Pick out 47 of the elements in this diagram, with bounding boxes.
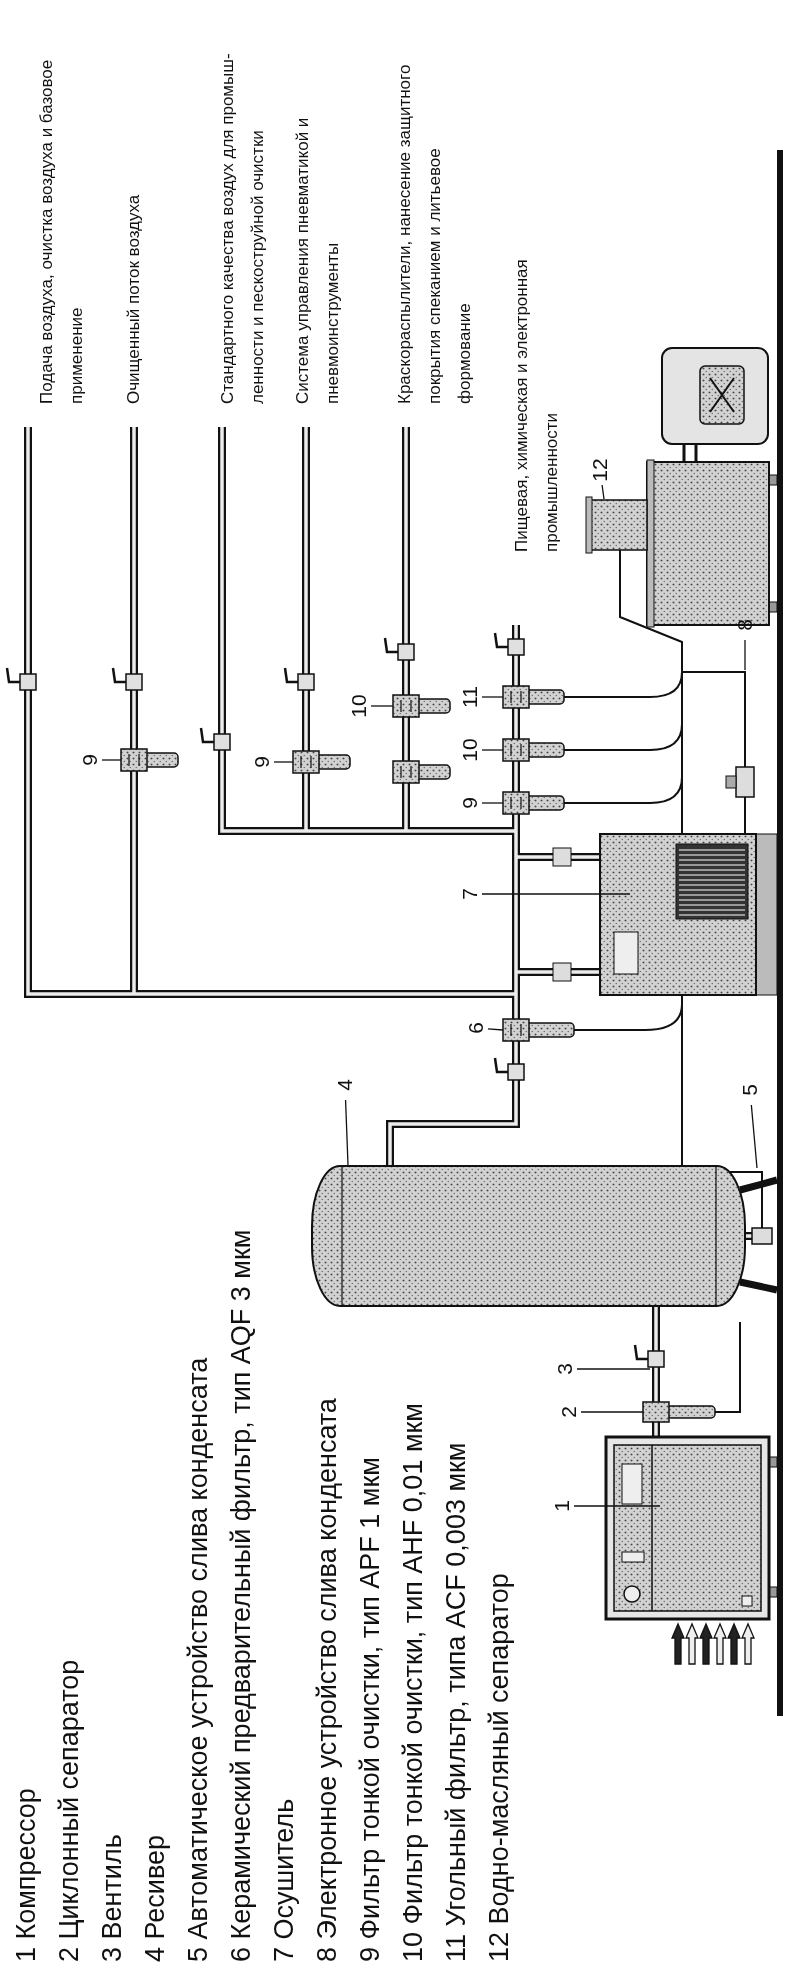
callout-number: 6 bbox=[464, 1013, 488, 1043]
parts-list-item: 4 Ресивер bbox=[139, 1835, 171, 1962]
parts-list-item: 3 Вентиль bbox=[96, 1834, 128, 1962]
callout-number: 7 bbox=[458, 879, 482, 909]
callout-number: 11 bbox=[458, 682, 482, 712]
parts-list-item: 8 Электронное устройство слива конденсата bbox=[311, 1398, 343, 1962]
parts-list-item: 10 Фильтр тонкой очистки, тип AHF 0,01 мкм bbox=[397, 1403, 429, 1962]
callout-number: 9 bbox=[458, 788, 482, 818]
callout-number: 1 bbox=[550, 1491, 574, 1521]
leader-line bbox=[576, 1368, 651, 1370]
callout-number: 4 bbox=[333, 1070, 357, 1100]
parts-list-item: 12 Водно-масляный сепаратор bbox=[483, 1573, 515, 1962]
leader-line bbox=[487, 1028, 504, 1031]
callout-number: 10 bbox=[347, 691, 371, 721]
leader-line bbox=[370, 705, 394, 707]
leader-line bbox=[481, 893, 631, 895]
application-label: Стандартного качества воздух для промыш- ленности и пескоструйной очистки bbox=[217, 52, 268, 404]
leader-line bbox=[580, 1411, 644, 1413]
application-label: Краскораспылители, нанесение защитного покрытия спеканием и литьевое формование bbox=[394, 63, 475, 404]
leader-line bbox=[344, 1099, 349, 1166]
parts-list-item: 5 Автоматическое устройство слива конденсата bbox=[182, 1357, 214, 1962]
leader-line bbox=[273, 761, 294, 763]
callout-number: 3 bbox=[553, 1354, 577, 1384]
leader-line bbox=[481, 749, 504, 751]
leader-line bbox=[601, 484, 605, 500]
leader-line bbox=[573, 1505, 661, 1507]
leader-line bbox=[744, 639, 746, 671]
callout-number: 9 bbox=[78, 745, 102, 775]
callout-number: 9 bbox=[250, 747, 274, 777]
parts-list-item: 7 Осушитель bbox=[268, 1798, 300, 1962]
application-label: Система управления пневматикой и пневмоинструменты bbox=[292, 116, 343, 404]
callout-number: 5 bbox=[738, 1075, 762, 1105]
parts-list-item: 9 Фильтр тонкой очистки, тип APF 1 мкм bbox=[354, 1457, 386, 1962]
callout-number: 10 bbox=[458, 735, 482, 765]
parts-list-item: 11 Угольный фильтр, типа ACF 0,003 мкм bbox=[440, 1442, 472, 1962]
parts-list-item: 2 Циклонный сепаратор bbox=[53, 1659, 85, 1962]
leader-line bbox=[481, 802, 504, 804]
callout-number: 2 bbox=[557, 1397, 581, 1427]
leader-line bbox=[101, 759, 122, 761]
application-label: Подача воздуха, очистка воздуха и базовое применение bbox=[36, 58, 87, 404]
leader-line bbox=[750, 1104, 758, 1169]
callout-number: 12 bbox=[588, 455, 612, 485]
leader-line bbox=[481, 696, 504, 698]
parts-list-item: 6 Керамический предварительный фильтр, тип AQF 3 мкм bbox=[225, 1229, 257, 1962]
application-label: Пищевая, химическая и электронная промышленности bbox=[511, 258, 562, 552]
application-label: Очищенный поток воздуха bbox=[123, 193, 144, 404]
parts-list-item: 1 Компрессор bbox=[10, 1788, 42, 1962]
